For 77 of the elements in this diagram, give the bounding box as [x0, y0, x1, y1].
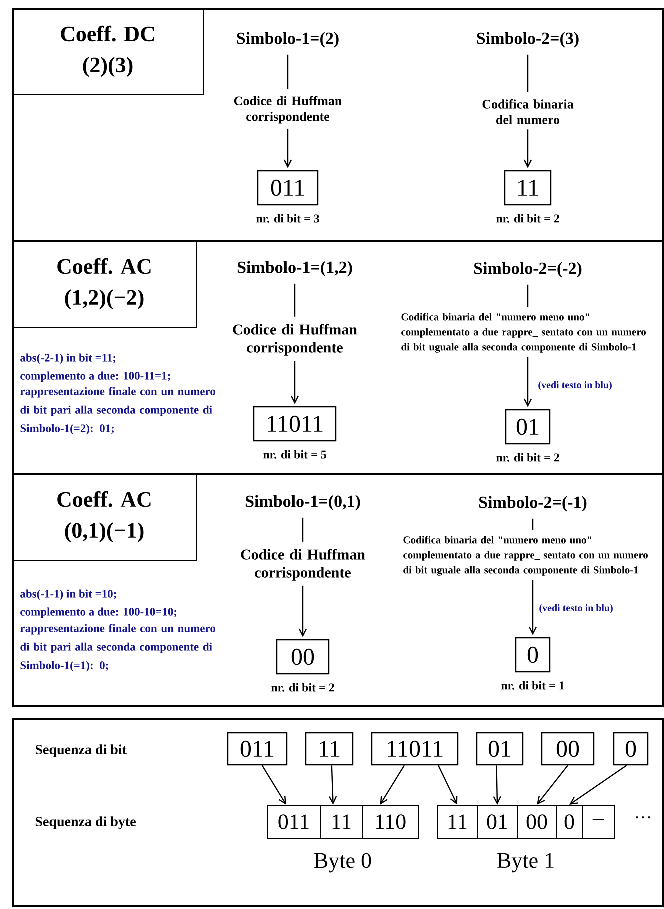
byte-cell: 00 — [517, 805, 557, 839]
bit-box: 11011 — [371, 732, 459, 766]
bit-box: 11011 — [253, 406, 337, 442]
bit-box: 011 — [227, 732, 288, 766]
bit-box: 11 — [504, 170, 552, 206]
description-text: Codice di Huffman corrispondente — [234, 96, 342, 124]
description-text: Codice di Huffman corrispondente — [233, 324, 358, 356]
byte-label: Byte 0 — [314, 853, 372, 873]
arrow — [438, 765, 458, 805]
byte-cell: 110 — [362, 805, 419, 839]
ellipsis: ··· — [636, 816, 650, 819]
symbol-label: Simbolo-2=(-2) — [474, 262, 582, 278]
connector-line — [527, 284, 529, 307]
bit-count-label: nr. di bit = 3 — [256, 214, 320, 223]
note-text: (vedi testo in blu) — [540, 604, 613, 614]
bit-count-label: nr. di bit = 2 — [496, 214, 560, 223]
bit-count-label: nr. di bit = 5 — [263, 450, 326, 459]
note-text: complemento a due: 100-10=10; — [20, 608, 177, 618]
bit-box: 0 — [613, 732, 649, 766]
bit-count-label: nr. di bit = 1 — [501, 681, 564, 690]
note-text: abs(-2-1) in bit =11; — [20, 354, 116, 364]
byte-cell: 11 — [437, 805, 478, 839]
byte-cell: 011 — [267, 805, 321, 839]
bit-count-label: nr. di bit = 2 — [271, 683, 334, 692]
note-text: complemento a due: 100-11=1; — [20, 372, 170, 382]
connector-line — [527, 54, 529, 92]
description-text: Codifica binaria del numero — [482, 100, 574, 124]
connector-line — [294, 284, 296, 317]
arrow — [524, 130, 532, 168]
description-text: Codifica binaria del "numero meno uno" complementato a due rappre_ sentato con un numero di bit uguale alla seconda componente di Simbolo-1 — [402, 313, 646, 353]
arrow — [528, 580, 538, 636]
bit-box: 11 — [305, 732, 354, 766]
arrow — [493, 766, 502, 806]
description-text: Codifica binaria del "numero meno uno" complementato a due rappre_ sentato con un numero di bit uguale alla seconda componente di Simbolo-1 — [404, 536, 648, 576]
symbol-label: Simbolo-1=(2) — [237, 32, 339, 48]
arrow — [262, 765, 286, 805]
note-text: abs(-1-1) in bit =10; — [20, 590, 116, 600]
header-box: Coeff. AC (1,2)(−2) — [12, 240, 197, 328]
section-frame — [12, 240, 664, 475]
header-box: Coeff. AC (0,1)(−1) — [12, 473, 197, 561]
header-box: Coeff. DC (2)(3) — [12, 8, 204, 95]
bit-box: 011 — [257, 170, 319, 206]
section-frame — [12, 8, 664, 242]
connector-line — [532, 518, 534, 530]
connector-line — [302, 518, 304, 542]
byte-label: Byte 1 — [498, 853, 554, 873]
bit-box: 00 — [276, 639, 330, 675]
byte-cell: 11 — [320, 805, 363, 839]
arrow — [329, 766, 338, 806]
symbol-label: Simbolo-2=(3) — [477, 32, 579, 48]
section-frame — [12, 473, 664, 707]
row-label: Sequenza di byte — [36, 816, 136, 830]
byte-cell: – — [582, 805, 615, 839]
note-text: rappresentazione finale con un numero di bit pari alla seconda componente di Simbolo-1(=2): 01; — [20, 387, 216, 435]
arrow — [537, 765, 568, 805]
bit-box: 01 — [476, 732, 524, 766]
arrow — [284, 128, 292, 168]
bit-count-label: nr. di bit = 2 — [496, 453, 560, 462]
description-text: Codice di Huffman corrispondente — [241, 549, 366, 581]
arrow — [570, 765, 628, 806]
byte-cell: 01 — [477, 805, 518, 839]
symbol-label: Simbolo-1=(1,2) — [238, 261, 352, 277]
note-text: rappresentazione finale con un numero di bit pari alla seconda componente di Simbolo-1(=1): 0; — [20, 624, 216, 672]
connector-line — [287, 54, 289, 90]
section-frame — [12, 718, 664, 907]
arrow — [298, 586, 308, 638]
note-text: (vedi testo in blu) — [538, 381, 612, 391]
byte-cell: 0 — [556, 805, 583, 839]
bit-box: 00 — [541, 732, 595, 766]
arrow — [290, 361, 300, 404]
row-label: Sequenza di bit — [36, 744, 127, 758]
arrow — [524, 357, 532, 408]
symbol-label: Simbolo-1=(0,1) — [246, 495, 360, 511]
bit-box: 0 — [515, 637, 551, 673]
bit-box: 01 — [505, 409, 551, 445]
arrow — [380, 765, 406, 805]
symbol-label: Simbolo-2=(-1) — [480, 496, 587, 512]
